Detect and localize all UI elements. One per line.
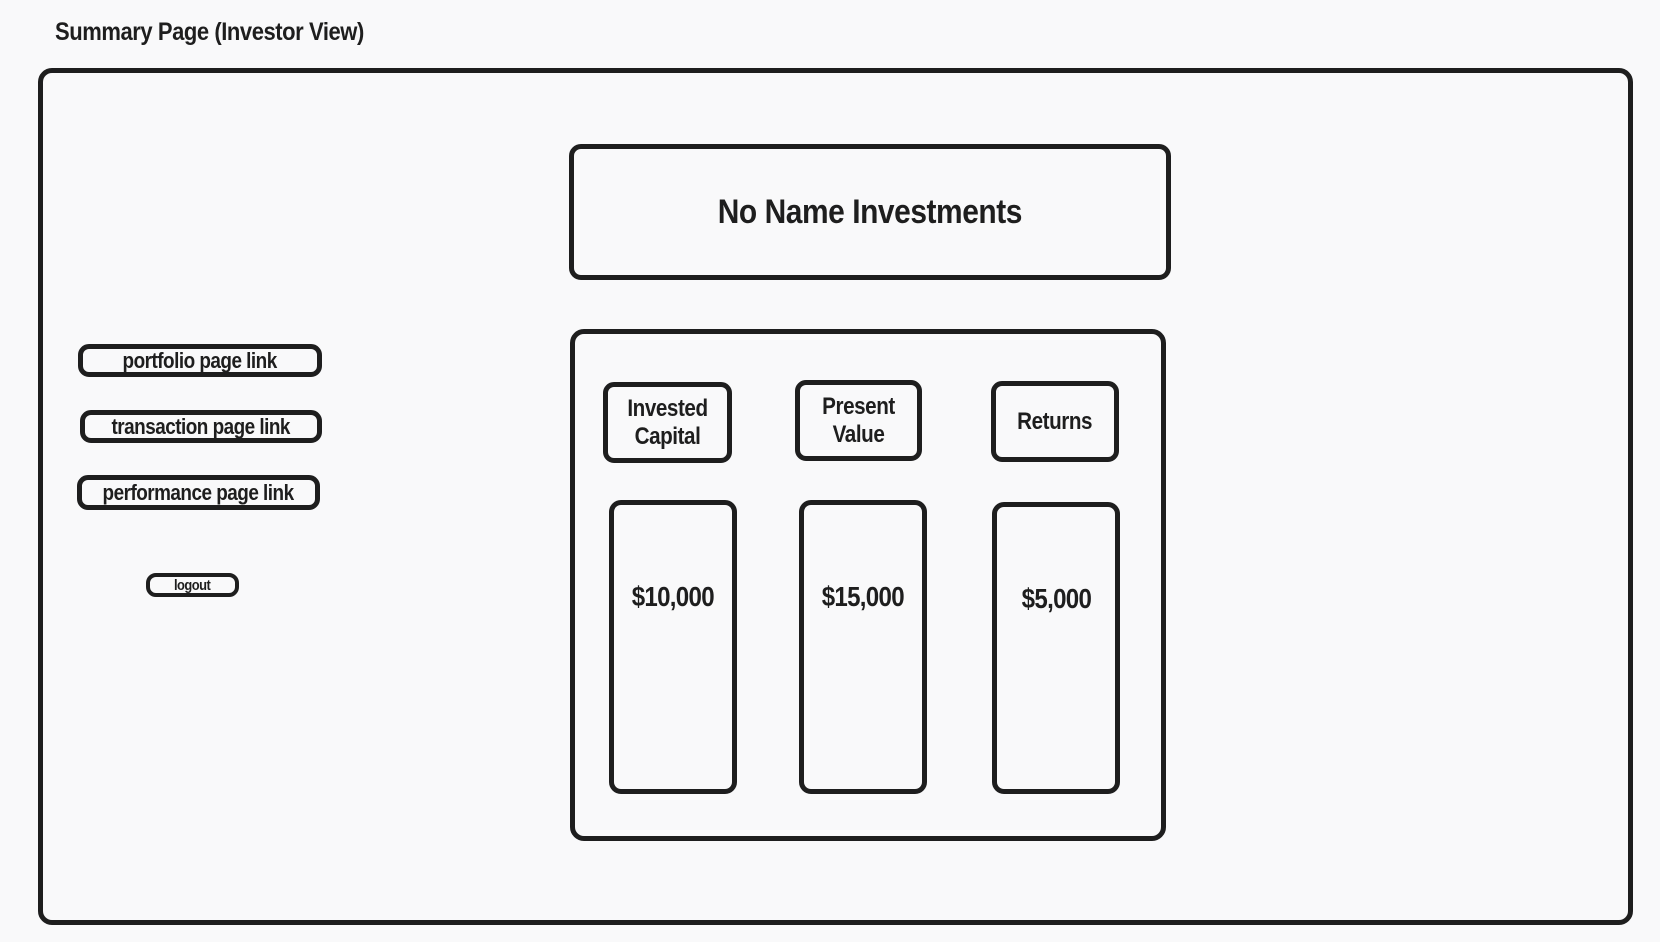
present-value-label: Present Value (822, 392, 895, 448)
transaction-link-label: transaction page link (111, 413, 291, 439)
returns-label-box: Returns (991, 381, 1119, 462)
brand-header: No Name Investments (569, 144, 1171, 280)
summary-panel (570, 329, 1166, 841)
logout-label: logout (174, 576, 211, 594)
brand-title: No Name Investments (717, 192, 1023, 231)
invested-capital-card: $10,000 (609, 500, 737, 794)
logout-button[interactable]: logout (146, 573, 239, 597)
invested-capital-label-box: Invested Capital (603, 382, 732, 463)
invested-capital-value: $10,000 (631, 581, 715, 612)
performance-page-link[interactable]: performance page link (77, 475, 320, 510)
app-frame (38, 68, 1633, 925)
transaction-page-link[interactable]: transaction page link (80, 410, 322, 443)
returns-label: Returns (1017, 407, 1093, 435)
invested-capital-label: Invested Capital (627, 394, 708, 450)
portfolio-page-link[interactable]: portfolio page link (78, 344, 322, 377)
page-title: Summary Page (Investor View) (55, 18, 364, 46)
portfolio-link-label: portfolio page link (122, 347, 278, 373)
returns-card: $5,000 (992, 502, 1120, 794)
present-value-value: $15,000 (821, 581, 905, 612)
returns-value: $5,000 (1021, 583, 1091, 614)
performance-link-label: performance page link (102, 479, 295, 505)
present-value-label-box: Present Value (795, 380, 922, 461)
present-value-card: $15,000 (799, 500, 927, 794)
